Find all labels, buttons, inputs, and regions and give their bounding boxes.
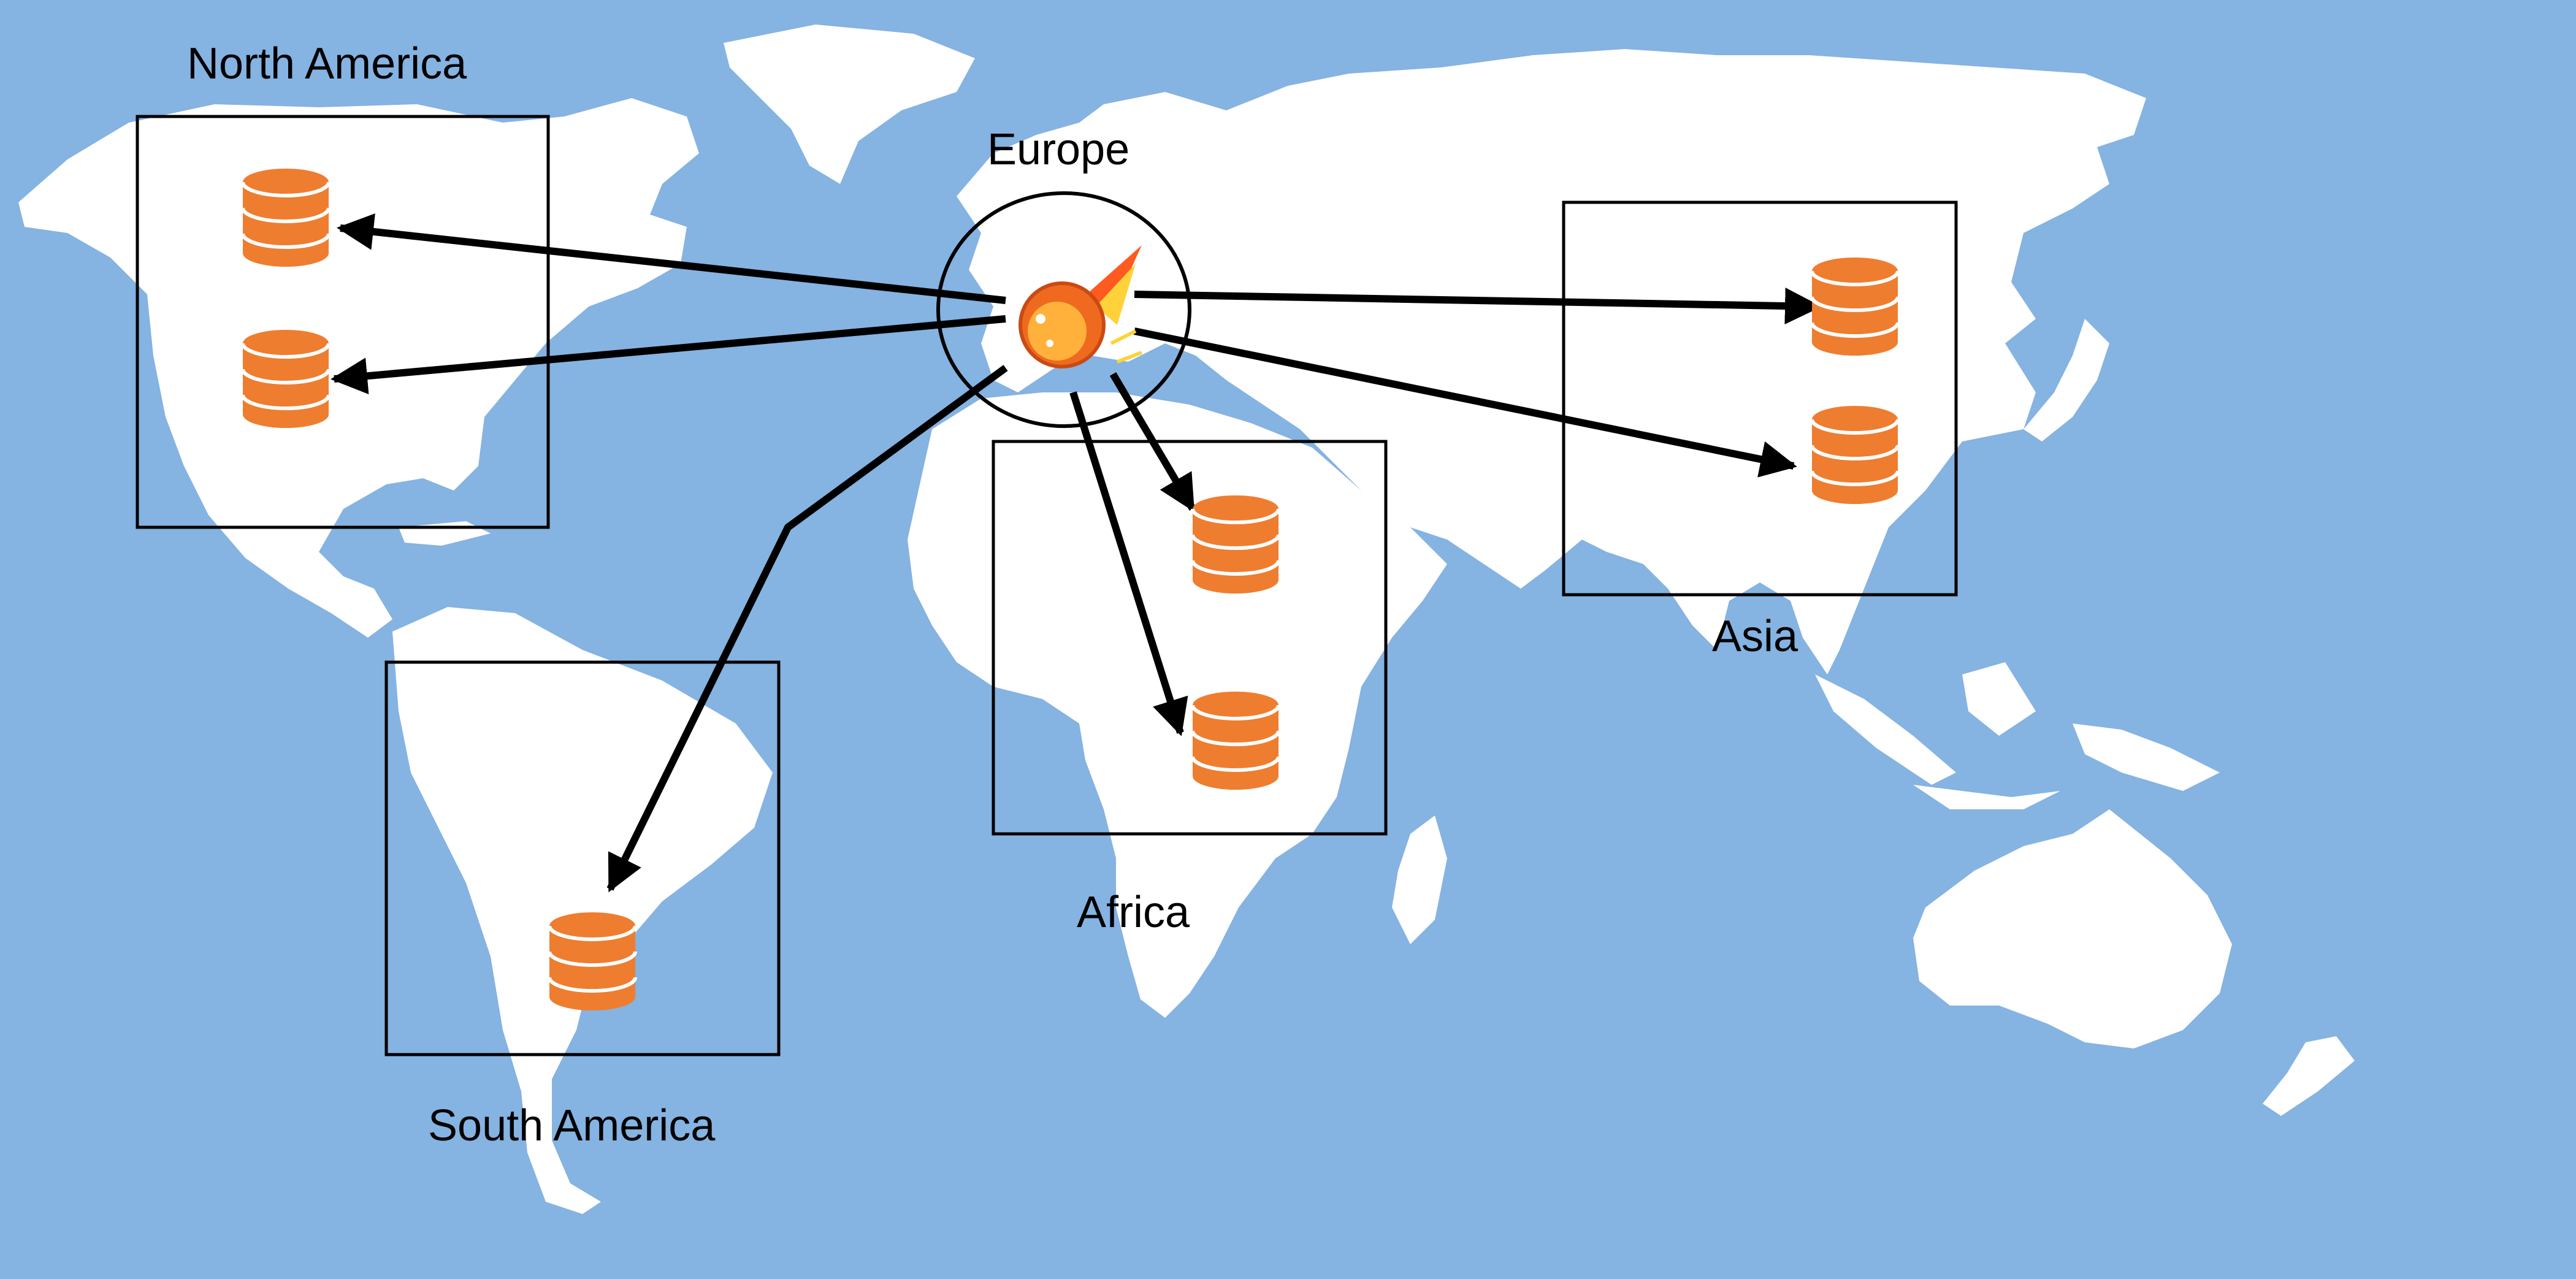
arrow-to-asia-top [1134, 288, 1822, 325]
region-box-north-america [136, 115, 550, 529]
landmass-madagascar [1392, 815, 1447, 944]
arrow-to-africa-top [1109, 372, 1196, 513]
database-icon [1812, 406, 1898, 504]
region-box-asia [1562, 200, 1958, 597]
label-africa: Africa [1077, 888, 1190, 937]
landmass-japan [2024, 319, 2109, 441]
arrow-to-africa-bottom [1069, 391, 1188, 736]
landmass-australia [1913, 809, 2232, 1048]
arrow-to-north-america-top [337, 213, 1006, 304]
replication-arrows [331, 213, 1822, 893]
database-icon [243, 330, 329, 428]
database-icon [1193, 495, 1278, 594]
landmass-new-zealand [2263, 1036, 2355, 1116]
landmass-greenland [724, 25, 975, 184]
arrow-to-asia-bottom [1133, 327, 1797, 478]
region-box-africa [992, 440, 1388, 836]
database-icon [243, 169, 329, 267]
europe-source-circle [936, 191, 1191, 428]
region-box-south-america [384, 660, 781, 1056]
landmass-uk [987, 215, 1030, 288]
label-north-america: North America [187, 39, 467, 88]
label-europe: Europe [987, 125, 1129, 174]
landmass-southeast-asia-islands [1815, 662, 2220, 809]
label-south-america: South America [428, 1101, 716, 1150]
database-icon [549, 912, 635, 1010]
meteor-icon [1019, 245, 1143, 368]
arrow-to-south-america [606, 365, 1008, 893]
arrow-to-north-america-bottom [331, 315, 1006, 395]
database-icon [1812, 258, 1898, 356]
landmass-eurasia [957, 49, 2146, 674]
label-asia: Asia [1712, 612, 1798, 661]
database-icon [1193, 692, 1278, 790]
